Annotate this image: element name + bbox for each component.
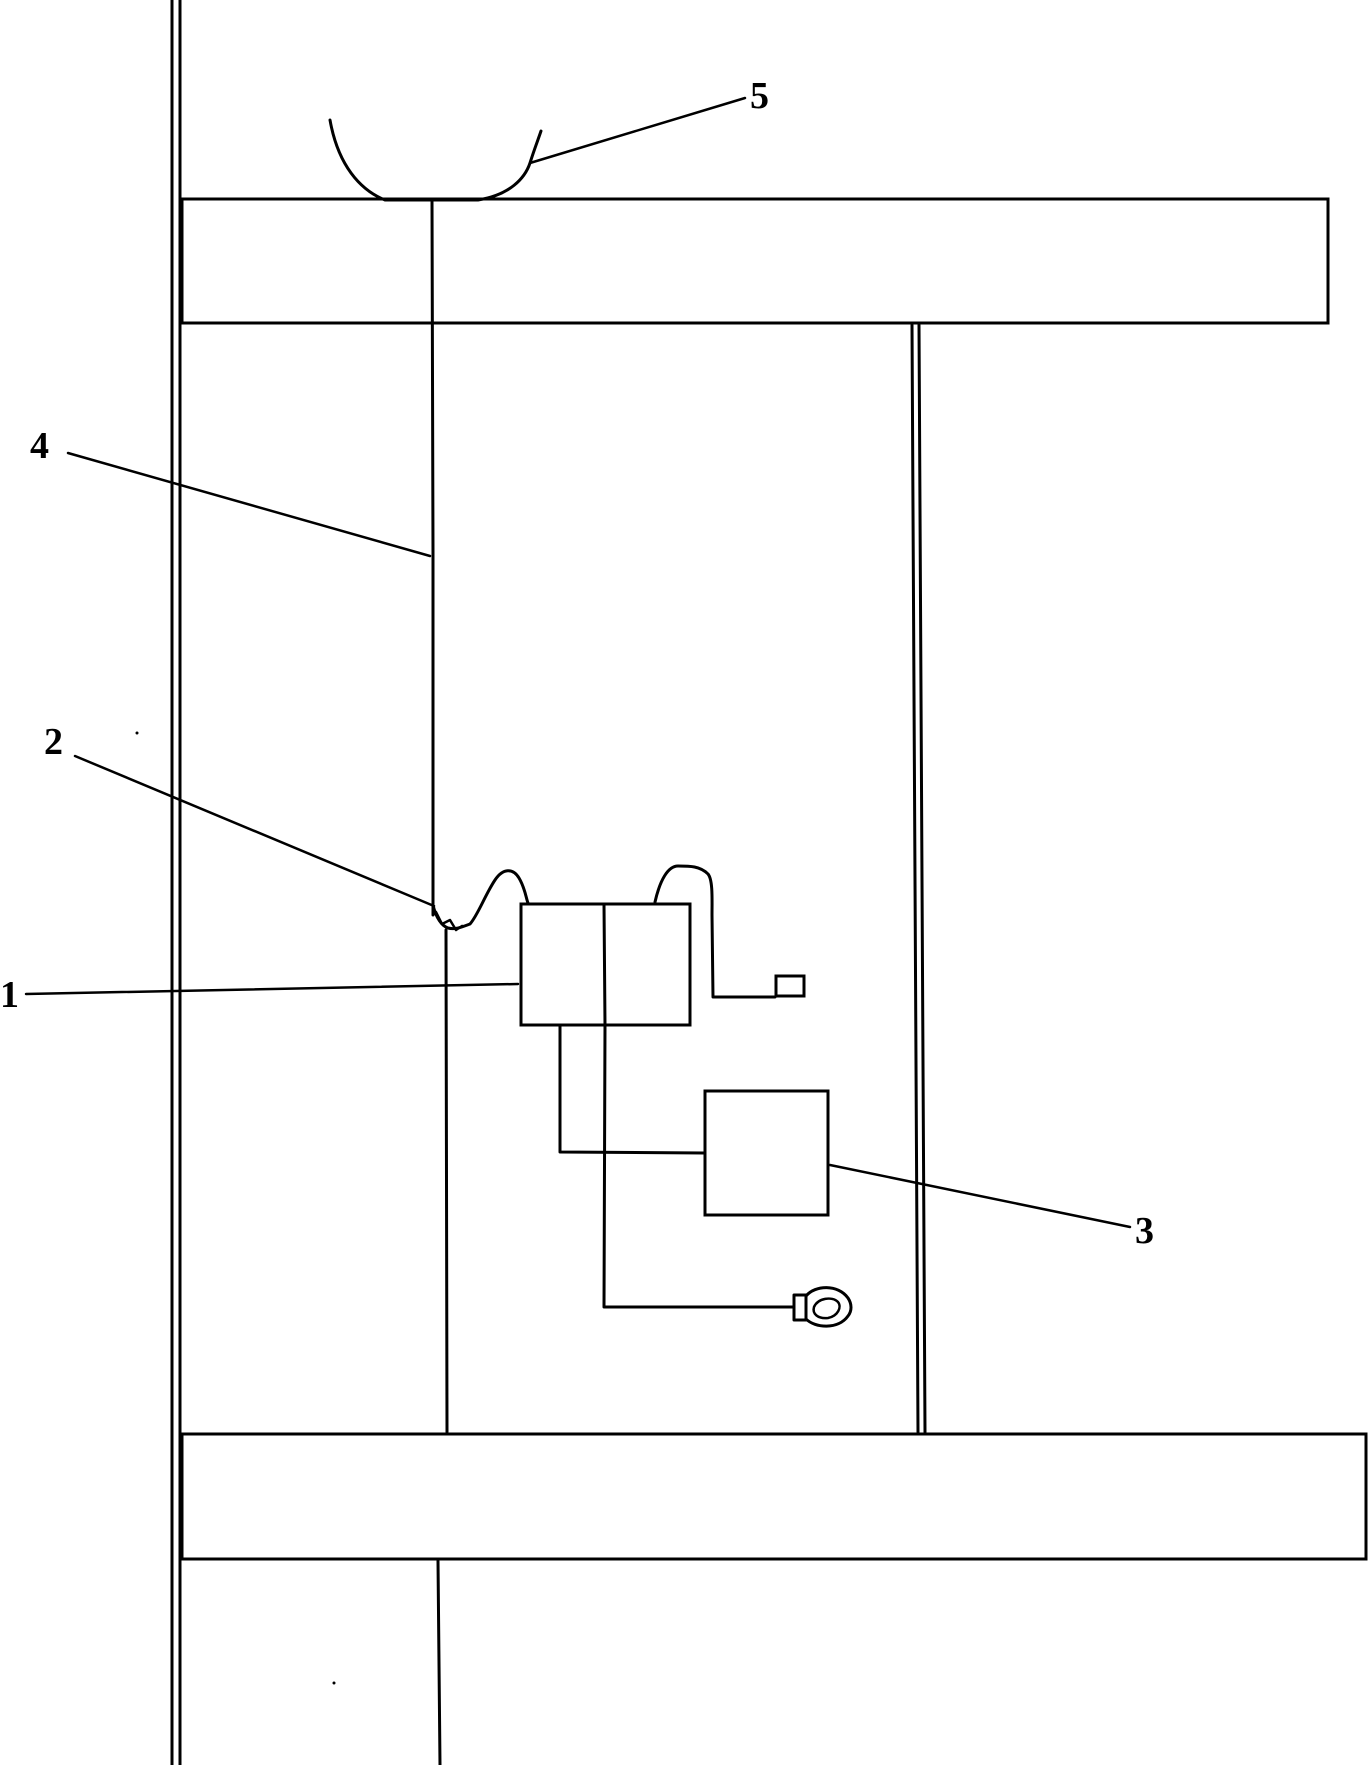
speck bbox=[135, 731, 139, 735]
device-box-1-divider bbox=[602, 902, 607, 1027]
label-5: 5 bbox=[750, 75, 769, 117]
wire-to-lamp bbox=[602, 1023, 796, 1309]
upper-floor-slab bbox=[180, 197, 1330, 325]
label-1: 1 bbox=[0, 974, 19, 1016]
cable-4 bbox=[430, 199, 435, 917]
connection-point-2 bbox=[434, 910, 464, 932]
leader-line-4 bbox=[66, 451, 432, 558]
small-terminal bbox=[774, 974, 806, 998]
right-column bbox=[910, 323, 927, 1434]
leader-line-5 bbox=[528, 96, 747, 165]
wire-to-box-3 bbox=[558, 1023, 706, 1155]
label-2: 2 bbox=[44, 721, 63, 763]
hook-5 bbox=[328, 118, 543, 202]
speck bbox=[332, 1681, 336, 1685]
device-box-3 bbox=[703, 1089, 830, 1217]
label-3: 3 bbox=[1135, 1210, 1154, 1252]
connector-wire-2 bbox=[431, 869, 530, 931]
leader-line-3 bbox=[828, 1163, 1132, 1229]
label-4: 4 bbox=[30, 425, 49, 467]
terminal-wire bbox=[653, 864, 777, 999]
left-wall bbox=[170, 0, 182, 1765]
lamp-icon bbox=[792, 1286, 853, 1328]
cable-below-slab bbox=[436, 1559, 442, 1765]
cable-4-lower bbox=[444, 928, 449, 1434]
leader-line-2 bbox=[73, 754, 436, 908]
leader-line-1 bbox=[24, 982, 520, 996]
lower-floor-slab bbox=[180, 1432, 1368, 1561]
